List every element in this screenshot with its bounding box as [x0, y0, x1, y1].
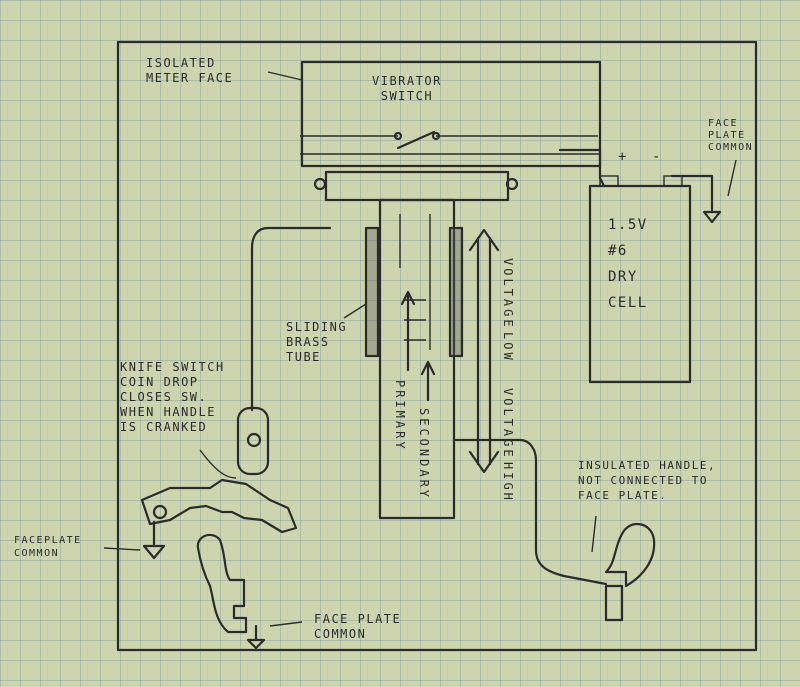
label-text: LOW [501, 331, 515, 363]
brass-tube-right [448, 226, 464, 358]
label-text: TUBE [286, 350, 321, 364]
label-isolated-meter-face: ISOLATED METER FACE [146, 56, 233, 86]
label-plus: + [618, 149, 628, 165]
label-text: NOT CONNECTED TO [578, 474, 708, 487]
label-dry-cell: 1.5V #6 DRY CELL [608, 212, 648, 316]
label-text: SLIDING [286, 320, 348, 334]
label-text: VOLTAGE [501, 388, 515, 460]
label-primary: PRIMARY [393, 380, 407, 452]
label-text: WHEN HANDLE [120, 405, 216, 419]
ground-symbol-bottom [246, 638, 266, 650]
outer-frame [116, 40, 758, 652]
label-text: KNIFE SWITCH [120, 360, 225, 374]
label-secondary: SECONDARY [417, 408, 431, 501]
brass-tube-left [364, 226, 380, 358]
label-text: 1.5V [608, 217, 648, 233]
faceplate-bottom-pointer [269, 621, 303, 627]
secondary-arrow [420, 360, 436, 402]
dry-cell [588, 184, 692, 384]
knife-switch-arrow [199, 449, 237, 479]
label-text: FACE [708, 118, 739, 129]
label-minus: - [652, 149, 662, 165]
coin-drop-lever [140, 478, 298, 534]
rivet-left [313, 177, 327, 191]
faceplate-left-pointer [103, 547, 141, 551]
label-text: FACE PLATE [314, 612, 402, 626]
ground-symbol-left [142, 544, 166, 560]
label-text: PLATE [708, 130, 746, 141]
label-text: CELL [608, 295, 648, 311]
label-text: FACEPLATE [14, 535, 82, 546]
label-text: COMMON [14, 548, 60, 559]
label-face-plate-common-top: FACE PLATE COMMON [708, 118, 753, 154]
knife-switch-wire [250, 226, 332, 412]
primary-arrow [400, 290, 416, 372]
switch-blade [396, 130, 436, 150]
vibrator-switch-box [300, 60, 602, 168]
label-knife-switch: KNIFE SWITCH COIN DROP CLOSES SW. WHEN H… [120, 360, 225, 435]
crank-handle [196, 533, 248, 634]
label-text: METER FACE [146, 71, 234, 85]
battery-terminal-neg [663, 175, 683, 187]
label-text: CLOSES SW. [120, 390, 208, 404]
lever-pivot [152, 504, 168, 520]
knife-switch-pivot [246, 432, 262, 448]
label-text: INSULATED HANDLE, [578, 459, 717, 472]
label-faceplate-common-left: FACEPLATE COMMON [14, 534, 82, 560]
handle-shaft [604, 584, 624, 622]
label-text: COIN DROP [120, 375, 199, 389]
label-text: #6 [608, 243, 628, 259]
rivet-right [505, 177, 519, 191]
face-plate-arrow [727, 159, 737, 197]
ground-symbol-top [702, 210, 722, 224]
label-text: SWITCH [380, 89, 434, 103]
coil-housing [378, 198, 456, 520]
knife-switch-link [236, 406, 270, 476]
ground-wire-top [670, 174, 714, 214]
label-faceplate-common-bottom: FACE PLATE COMMON [314, 612, 401, 642]
insulated-handle [604, 523, 656, 588]
label-text: DRY [608, 269, 638, 285]
switch-wires [300, 135, 600, 155]
label-text: FACE PLATE. [578, 489, 668, 502]
label-vibrator-switch: VIBRATOR SWITCH [372, 74, 442, 104]
base-plate [324, 170, 510, 202]
voltage-double-arrow [468, 228, 500, 474]
battery-terminal-pos [599, 175, 619, 187]
handle-pointer [591, 515, 597, 553]
label-text: HIGH [501, 461, 515, 503]
label-text: COMMON [708, 142, 754, 153]
label-text: COMMON [314, 627, 367, 641]
label-text: IS CRANKED [120, 420, 208, 434]
battery-wire [558, 148, 606, 188]
label-text: VOLTAGE [501, 258, 515, 330]
label-text: ISOLATED [146, 56, 216, 70]
meter-face-pointer [267, 71, 303, 81]
coil-windings [399, 214, 431, 350]
label-text: BRASS [286, 335, 330, 349]
label-insulated-handle: INSULATED HANDLE, NOT CONNECTED TO FACE … [578, 458, 716, 503]
sliding-tube-pointer [343, 303, 367, 319]
label-sliding-brass-tube: SLIDING BRASS TUBE [286, 320, 347, 365]
label-text: VIBRATOR [372, 74, 442, 88]
high-voltage-wire [454, 438, 608, 586]
